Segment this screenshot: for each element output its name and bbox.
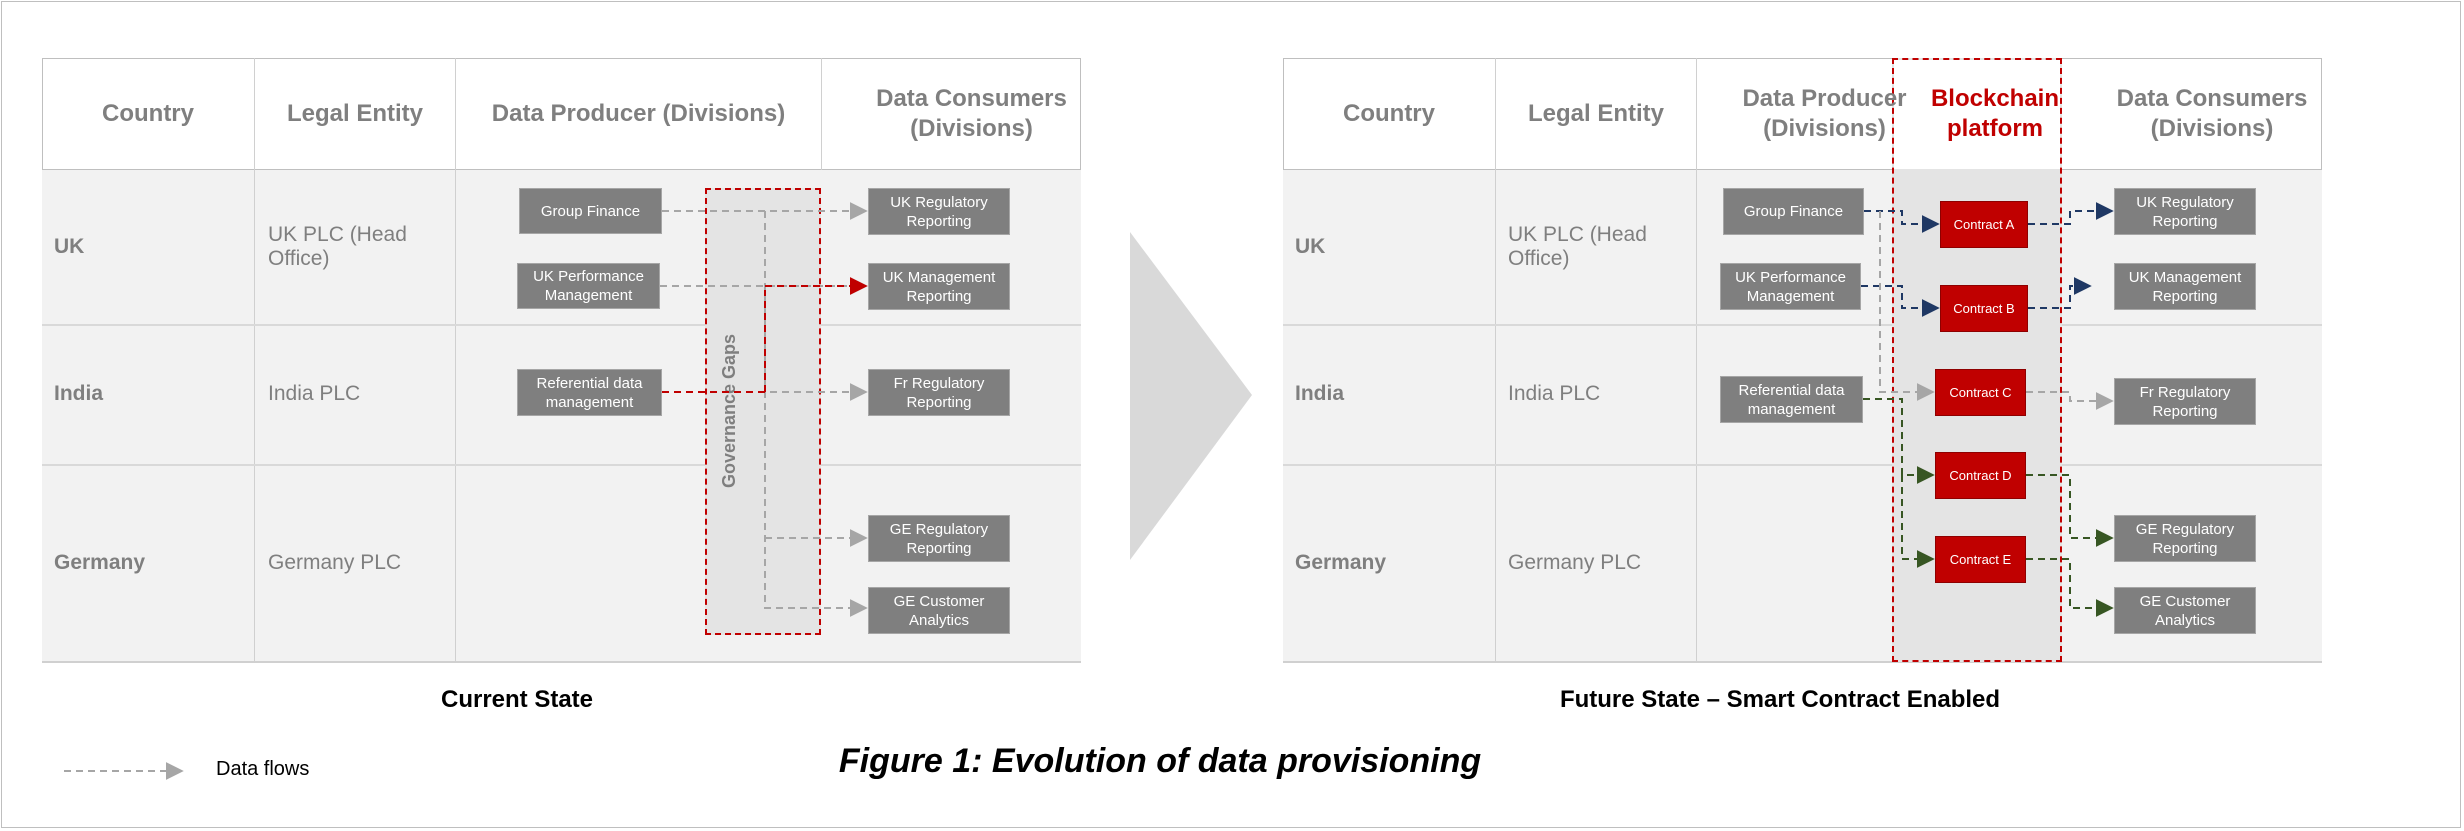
current-state-caption: Current State (440, 686, 594, 713)
divider (1495, 58, 1496, 662)
country-germany: Germany (54, 551, 146, 574)
blockchain-header-bg (1894, 60, 2060, 169)
divider (42, 464, 1081, 466)
current-table-body (42, 170, 1081, 662)
header-legal-entity: Legal Entity (286, 100, 424, 127)
flow-arrow (2026, 391, 2114, 410)
consumer-box: UK Management Reporting (868, 263, 1010, 310)
consumer-box: GE Customer Analytics (868, 587, 1010, 634)
divider (1283, 661, 2322, 663)
consumer-box: UK Management Reporting (2114, 263, 2256, 310)
header-data-consumers: Data Consumers (Divisions) (2116, 85, 2308, 142)
header-data-producer: Data Producer (Divisions) (1742, 85, 1907, 142)
contract-box: Contract B (1940, 285, 2028, 332)
flow-arrow (2026, 558, 2114, 617)
governance-gaps-band (705, 188, 821, 635)
producer-box: Group Finance (1723, 188, 1864, 235)
header-data-consumers: Data Consumers (Divisions) (876, 85, 1067, 142)
figure-title: Figure 1: Evolution of data provisioning (838, 742, 1482, 780)
header-blockchain-platform: Blockchain platform (1930, 85, 2060, 142)
flow-arrow (2026, 474, 2114, 547)
contract-box: Contract C (1935, 369, 2026, 416)
flow-arrow (2028, 202, 2114, 225)
country-uk: UK (54, 235, 85, 258)
flow-arrow (764, 211, 868, 617)
producer-box: UK Performance Management (1720, 263, 1861, 310)
producer-box: UK Performance Management (517, 263, 660, 309)
header-data-producer: Data Producer (Divisions) (491, 100, 786, 127)
consumer-box: UK Regulatory Reporting (868, 188, 1010, 235)
country-india: India (1295, 382, 1345, 405)
future-table-header (1283, 58, 2322, 170)
future-state-caption: Future State – Smart Contract Enabled (1559, 686, 2001, 713)
divider (1283, 464, 2322, 466)
header-country: Country (102, 100, 194, 127)
flow-arrow (2028, 277, 2092, 309)
flow-arrow (1864, 210, 1940, 233)
contract-box: Contract A (1940, 201, 2028, 248)
legend-data-flows-label: Data flows (216, 758, 310, 780)
entity-india: India PLC (268, 382, 361, 405)
producer-box: Group Finance (519, 188, 662, 234)
entity-germany: Germany PLC (268, 551, 402, 574)
flow-arrow (1861, 285, 1940, 317)
flow-arrow (1879, 211, 1935, 401)
divider (42, 661, 1081, 663)
country-uk: UK (1295, 235, 1326, 258)
entity-germany: Germany PLC (1508, 551, 1642, 574)
country-germany: Germany (1295, 551, 1387, 574)
consumer-box: Fr Regulatory Reporting (868, 369, 1010, 416)
divider (821, 58, 822, 170)
current-table-header (42, 58, 1081, 170)
contract-box: Contract D (1935, 452, 2026, 499)
country-india: India (54, 382, 104, 405)
header-legal-entity: Legal Entity (1527, 100, 1665, 127)
entity-uk: UK PLC (Head Office) (1508, 223, 1647, 270)
producer-box: Referential data management (1720, 376, 1863, 423)
divider (455, 58, 456, 662)
consumer-box: Fr Regulatory Reporting (2114, 378, 2256, 425)
consumer-box: GE Customer Analytics (2114, 587, 2256, 634)
flow-arrow (1901, 475, 1935, 568)
entity-india: India PLC (1508, 382, 1601, 405)
header-country: Country (1343, 100, 1435, 127)
consumer-box: GE Regulatory Reporting (868, 515, 1010, 562)
contract-box: Contract E (1935, 536, 2026, 583)
divider (42, 324, 1081, 326)
divider (1283, 324, 2322, 326)
flow-arrow (1863, 398, 1935, 484)
consumer-box: UK Regulatory Reporting (2114, 188, 2256, 235)
divider (254, 58, 255, 662)
divider (1696, 58, 1697, 662)
entity-uk: UK PLC (Head Office) (268, 223, 407, 270)
consumer-box: GE Regulatory Reporting (2114, 515, 2256, 562)
producer-box: Referential data management (517, 369, 662, 416)
